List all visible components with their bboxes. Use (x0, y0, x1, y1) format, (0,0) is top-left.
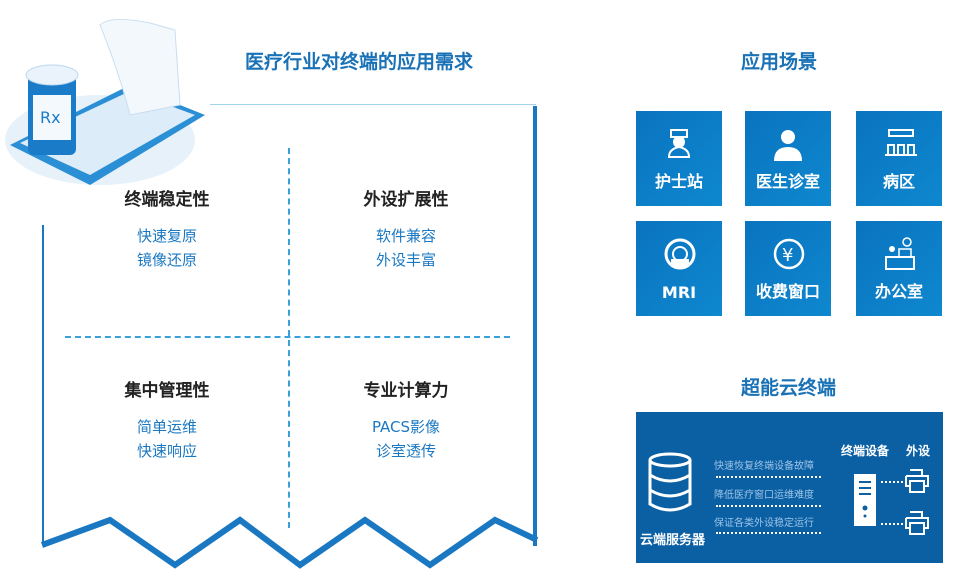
scenes-title: 应用场景 (741, 51, 818, 73)
panel-top-border (210, 104, 536, 105)
terminal-device-icon (854, 474, 876, 526)
printer-icon (905, 511, 929, 535)
cloud-terminal-diagram: 云端服务器 快速恢复终端设备故障 降低医疗窗口运维难度 保证各类外设稳定运行 终… (636, 412, 943, 563)
dotted-arrow (716, 505, 821, 507)
quadrant-heading: 专业计算力 (363, 381, 449, 401)
dotted-link (881, 481, 903, 483)
quadrant-heading: 外设扩展性 (363, 190, 449, 210)
quadrant-line: 外设丰富 (375, 251, 436, 269)
quadrant-line: 快速复原 (136, 227, 197, 245)
quadrant-heading: 集中管理性 (124, 381, 210, 401)
tile-office[interactable]: 办公室 (856, 221, 942, 316)
svg-text:Rx: Rx (40, 108, 61, 127)
dotted-link (881, 523, 903, 525)
panel-zigzag-bottom (40, 516, 539, 569)
quadrant-management: 集中管理性 简单运维 快速响应 (87, 376, 247, 463)
needs-title: 医疗行业对终端的应用需求 (245, 51, 474, 73)
terminal-label: 终端设备 (841, 444, 890, 458)
prescription-phone-illustration: Rx (5, 19, 205, 185)
office-icon (885, 237, 915, 270)
tile-nurse-station[interactable]: 护士站 (636, 111, 722, 206)
quadrant-line: PACS影像 (371, 418, 441, 436)
ward-icon (885, 129, 917, 156)
peripheral-label: 外设 (906, 444, 931, 458)
quadrant-line: 镜像还原 (136, 251, 197, 269)
quadrant-extensibility: 外设扩展性 软件兼容 外设丰富 (326, 185, 486, 272)
dotted-arrow (716, 532, 821, 534)
panel-right-border (533, 106, 537, 546)
tile-ward[interactable]: 病区 (856, 111, 942, 206)
database-server-icon (648, 452, 692, 512)
tile-mri[interactable]: MRI (636, 221, 722, 316)
mri-icon (664, 238, 696, 270)
quadrant-line: 简单运维 (136, 418, 197, 436)
arrow-label: 保证各类外设稳定运行 (714, 518, 814, 529)
quadrant-heading: 终端稳定性 (124, 190, 210, 210)
quadrant-line: 诊室透传 (375, 442, 436, 460)
horizontal-divider (65, 336, 510, 338)
cloud-title: 超能云终端 (741, 377, 837, 399)
arrow-label: 降低医疗窗口运维难度 (714, 490, 814, 501)
doctor-icon (774, 130, 802, 161)
quadrant-line: 软件兼容 (375, 227, 436, 245)
panel-left-border (42, 225, 44, 545)
vertical-divider (288, 148, 290, 528)
quadrant-computing: 专业计算力 PACS影像 诊室透传 (326, 376, 486, 463)
nurse-icon (667, 129, 691, 158)
quadrant-stability: 终端稳定性 快速复原 镜像还原 (87, 185, 247, 272)
printer-icon (905, 469, 929, 493)
arrow-label: 快速恢复终端设备故障 (714, 461, 814, 472)
yuan-icon: ¥ (773, 238, 805, 270)
server-label: 云端服务器 (640, 533, 706, 548)
svg-text:¥: ¥ (782, 245, 793, 266)
quadrant-line: 快速响应 (136, 442, 197, 460)
dotted-arrow (716, 476, 821, 478)
tile-cashier[interactable]: ¥ 收费窗口 (745, 221, 831, 316)
tile-doctor-office[interactable]: 医生诊室 (745, 111, 831, 206)
